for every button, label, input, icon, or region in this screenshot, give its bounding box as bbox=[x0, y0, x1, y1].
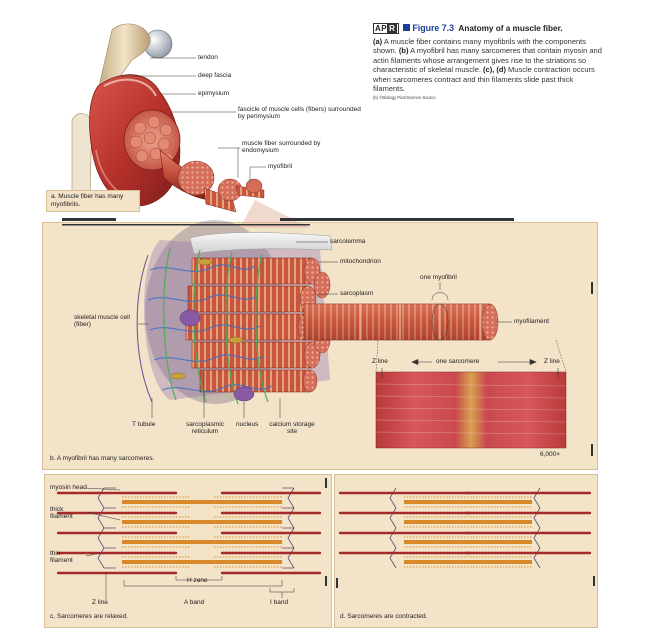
label-myofilament: myofilament bbox=[514, 318, 549, 325]
label-calcium-storage: calcium storage site bbox=[268, 421, 316, 436]
figure-number: Figure 7.3 bbox=[412, 23, 454, 33]
label-sarcolemma: sarcolemma bbox=[330, 238, 365, 245]
panel-d-illustration bbox=[325, 478, 595, 588]
label-deep-fascia: deep fascia bbox=[198, 72, 231, 79]
photo-credit: (b) ©Biology Pics/Science Source bbox=[373, 95, 605, 100]
label-thin-filament: thin filament bbox=[50, 550, 84, 565]
panel-b-caption: b. A myofibril has many sarcomeres. bbox=[50, 455, 154, 463]
label-z-line: Z line bbox=[92, 599, 108, 606]
label-mitochondrion: mitochondrion bbox=[340, 258, 381, 265]
panel-c-caption: c. Sarcomeres are relaxed. bbox=[50, 613, 128, 621]
label-t-tubule: T tubule bbox=[132, 421, 155, 428]
figure-subtitle: Anatomy of a muscle fiber. bbox=[458, 24, 562, 33]
figure-description: (a) A muscle fiber contains many myofibr… bbox=[373, 37, 605, 93]
label-z-line-left: Z line bbox=[372, 358, 388, 365]
label-a-band: A band bbox=[184, 599, 204, 606]
label-muscle-fiber: muscle fiber surrounded by endomysium bbox=[242, 140, 342, 155]
label-tendon: tendon bbox=[198, 54, 218, 61]
label-i-band: I band bbox=[270, 599, 288, 606]
label-fascicle: fascicle of muscle cells (fibers) surrou… bbox=[238, 106, 366, 121]
label-epimysium: epimysium bbox=[198, 90, 229, 97]
label-one-sarcomere: one sarcomere bbox=[436, 358, 479, 365]
square-bullet-icon bbox=[403, 24, 410, 31]
panel-d-caption: d. Sarcomeres are contracted. bbox=[340, 613, 427, 621]
label-myosin-head: myosin head bbox=[50, 484, 87, 491]
label-z-line-right: Z line bbox=[544, 358, 560, 365]
panel-a-caption: a. Muscle fiber has many myofibrils. bbox=[46, 190, 140, 212]
label-h-zone: H zone bbox=[187, 577, 208, 584]
label-skeletal-muscle-cell: skeletal muscle cell (fiber) bbox=[74, 314, 136, 329]
label-one-myofibril: one myofibril bbox=[420, 274, 457, 281]
label-thick-filament: thick filament bbox=[50, 506, 86, 521]
label-sarcoplasm: sarcoplasm bbox=[340, 290, 373, 297]
label-sarcoplasmic-reticulum: sarcoplasmic reticulum bbox=[178, 421, 232, 436]
label-myofibril: myofibril bbox=[268, 163, 292, 170]
label-magnification: 6,000× bbox=[540, 451, 560, 458]
label-nucleus: nucleus bbox=[236, 421, 258, 428]
